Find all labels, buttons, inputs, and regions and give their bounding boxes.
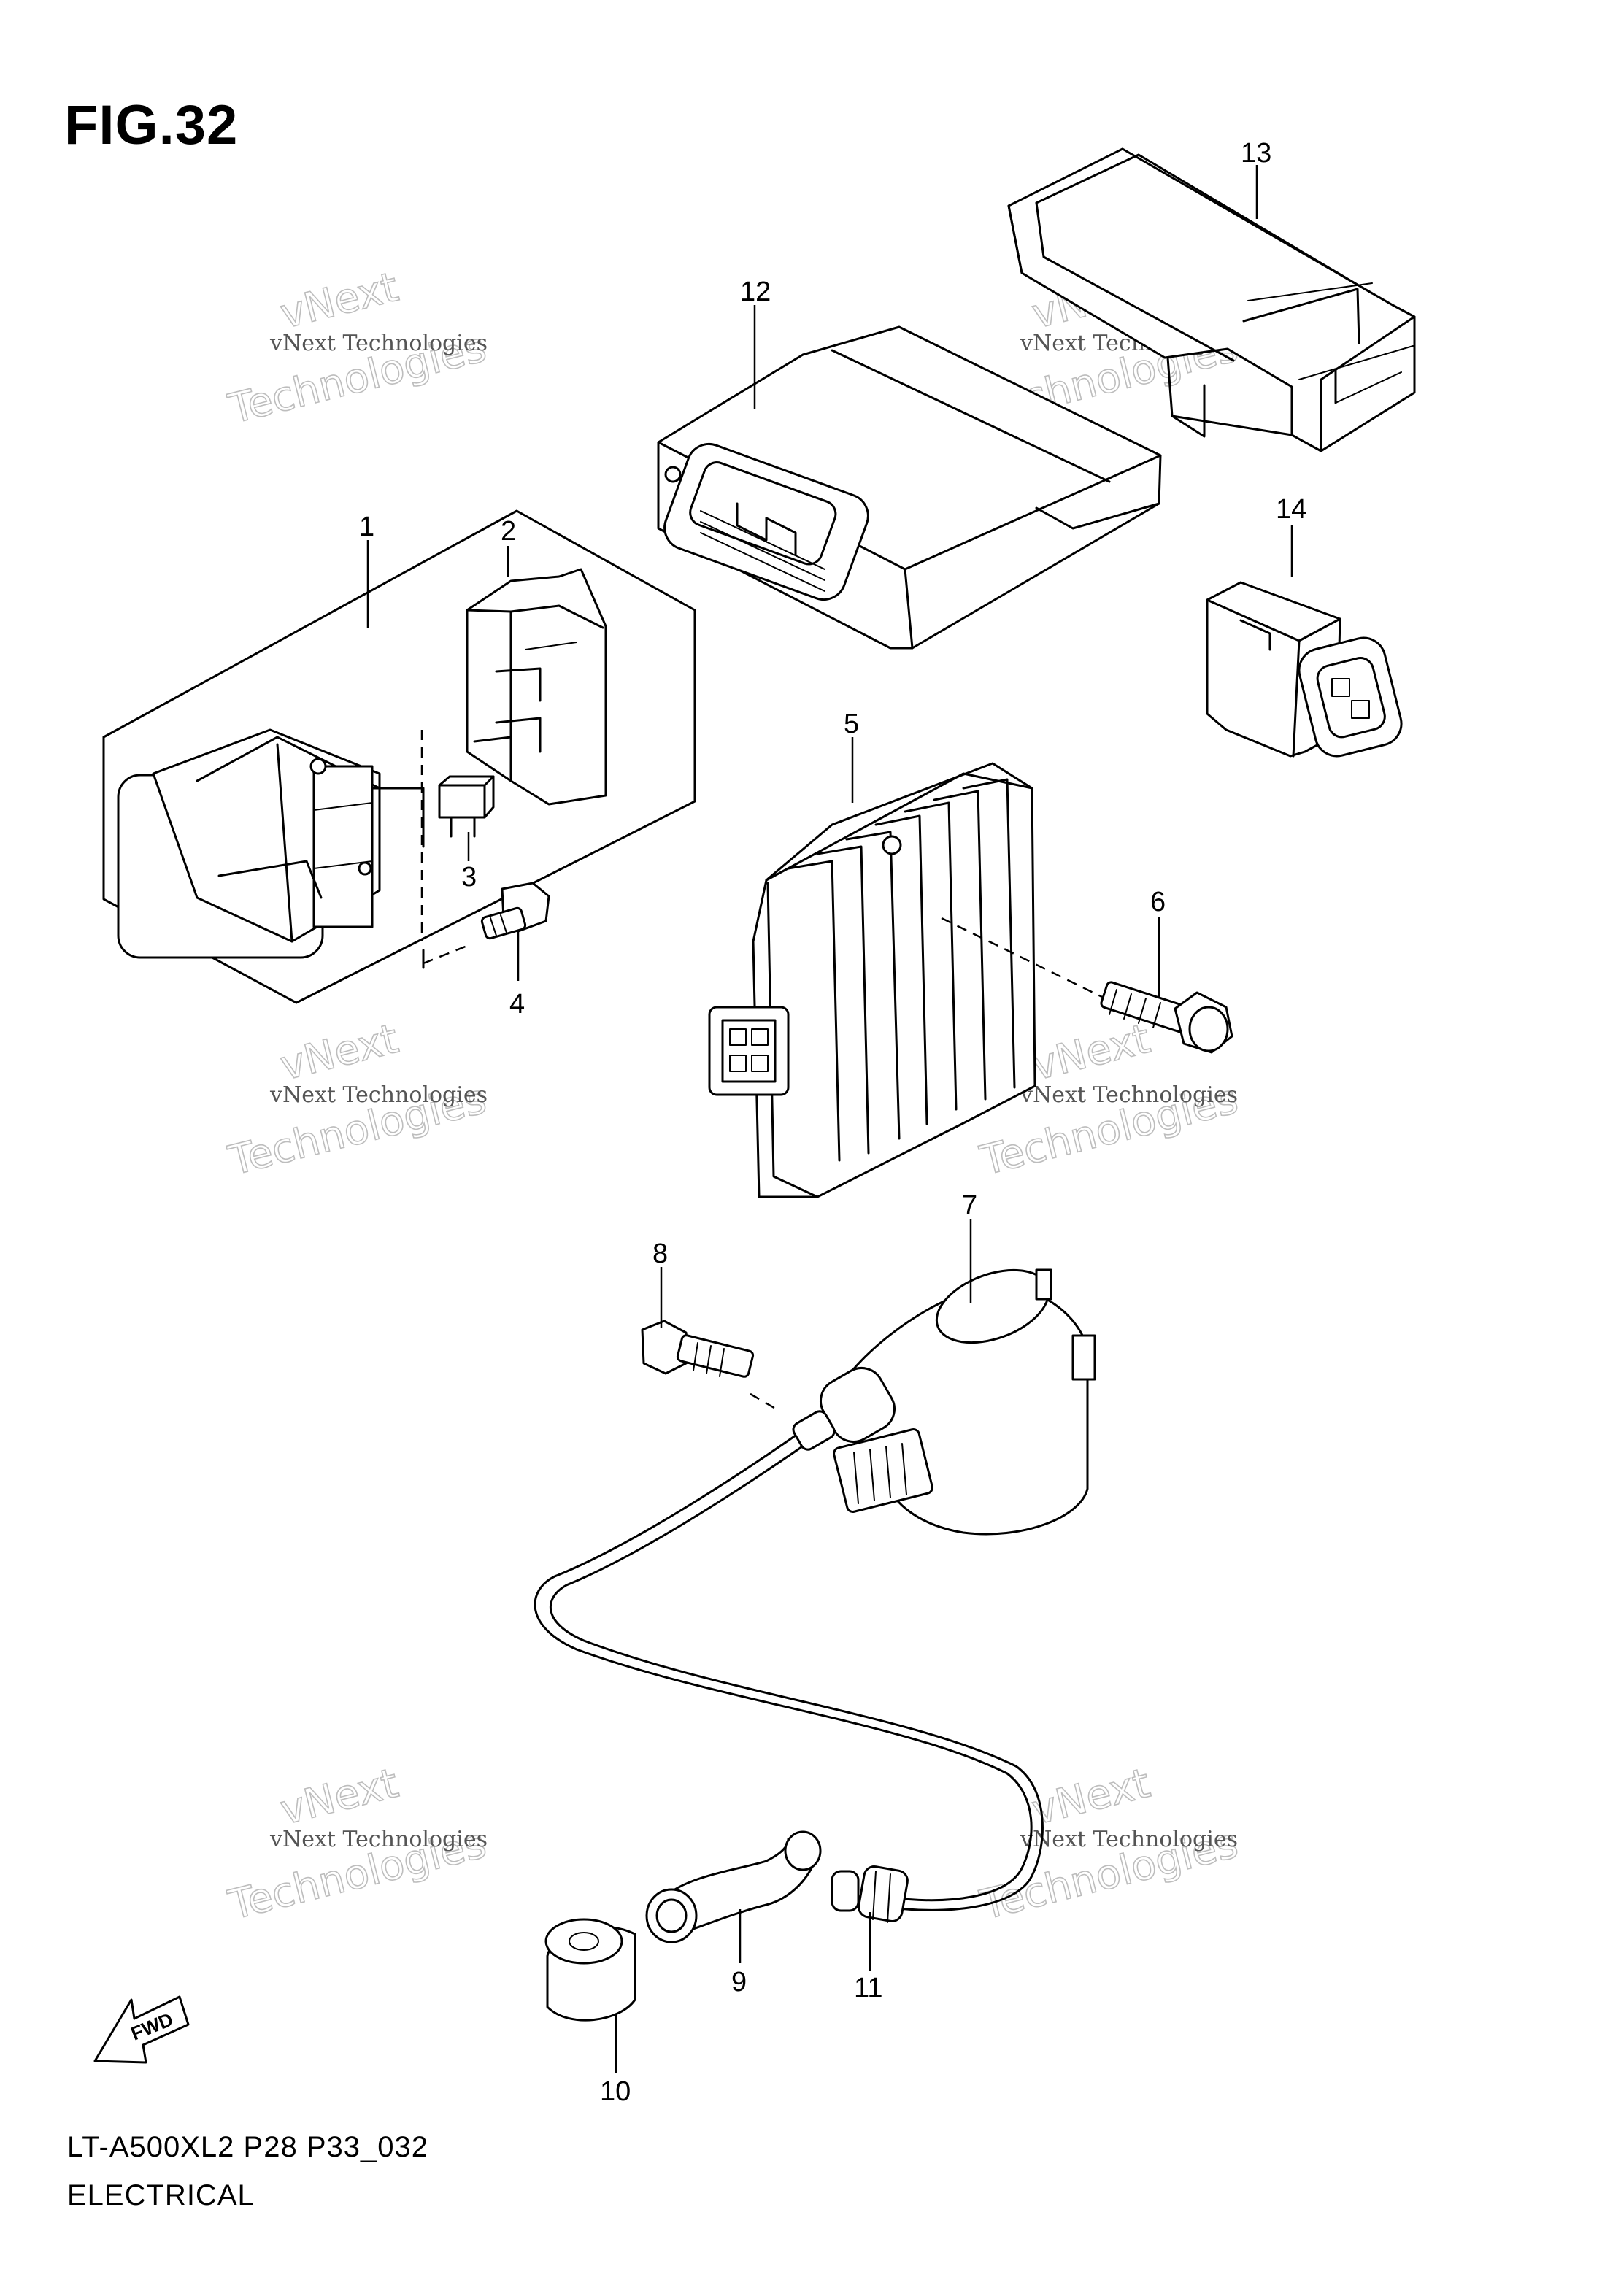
watermark-top-left: vNext Technologies vNext Technologies [223, 263, 491, 434]
watermark-vnext: vNext [1028, 1760, 1155, 1835]
part-label-3: 3 [461, 862, 477, 893]
watermark-vnext: vNext [276, 1015, 403, 1090]
section-name: ELECTRICAL [67, 2179, 255, 2211]
watermark-text: vNext Technologies [269, 331, 488, 356]
part-10-cap [544, 1918, 636, 2022]
part-8-bolt [641, 1320, 779, 1411]
part-9-plug-cap [645, 1830, 822, 1943]
part-label-8: 8 [652, 1238, 668, 1269]
watermark-text: vNext Technologies [1020, 1827, 1238, 1852]
watermark-bottom-left: vNext Technologies vNext Technologies [223, 1759, 491, 1930]
part-11-fitting [831, 1865, 909, 1923]
leader-lines [366, 165, 1293, 2073]
part-label-5: 5 [844, 709, 859, 739]
part-label-13: 13 [1241, 138, 1271, 169]
watermark-vnext: vNext [276, 1760, 403, 1835]
part-2-relay-cover [466, 568, 607, 806]
part-label-10: 10 [600, 2076, 631, 2107]
part-label-14: 14 [1276, 494, 1306, 525]
part-13-ecm-cover [1007, 147, 1416, 452]
part-4-bolt [480, 882, 550, 940]
watermark-mid-left: vNext Technologies vNext Technologies [223, 1014, 491, 1185]
watermark-text: vNext Technologies [269, 1827, 488, 1852]
part-label-4: 4 [509, 989, 525, 1020]
part-5-regulator-rectifier [708, 762, 1103, 1198]
watermark-text: vNext Technologies [269, 1082, 488, 1108]
part-label-2: 2 [501, 516, 516, 547]
part-label-12: 12 [740, 277, 771, 307]
part-3-fuse [438, 775, 495, 838]
part-7-ignition-coil [534, 1268, 1096, 1911]
part-14-relay [1206, 581, 1403, 758]
part-label-11: 11 [854, 1973, 882, 2003]
part-label-7: 7 [962, 1190, 977, 1221]
part-label-6: 6 [1150, 887, 1166, 917]
watermark-bottom-right: vNext Technologies vNext Technologies [975, 1759, 1243, 1930]
figure-title: FIG.32 [64, 94, 239, 156]
part-6-bolt [1100, 981, 1233, 1054]
watermark-vnext: vNext [1028, 1015, 1155, 1090]
part-1-starter-relay-kit [102, 509, 696, 1004]
fwd-arrow: FWD [93, 1995, 190, 2064]
model-code: LT-A500XL2 P28 P33_032 [67, 2131, 428, 2163]
part-label-9: 9 [731, 1967, 747, 1998]
part-12-ecm-unit [657, 325, 1162, 650]
watermark-text: vNext Technologies [1020, 1082, 1238, 1108]
watermark-vnext: vNext [276, 263, 403, 339]
part-label-1: 1 [359, 512, 374, 542]
part-labels: 13 12 14 1 2 3 4 5 6 7 8 9 10 11 [359, 138, 1306, 2107]
